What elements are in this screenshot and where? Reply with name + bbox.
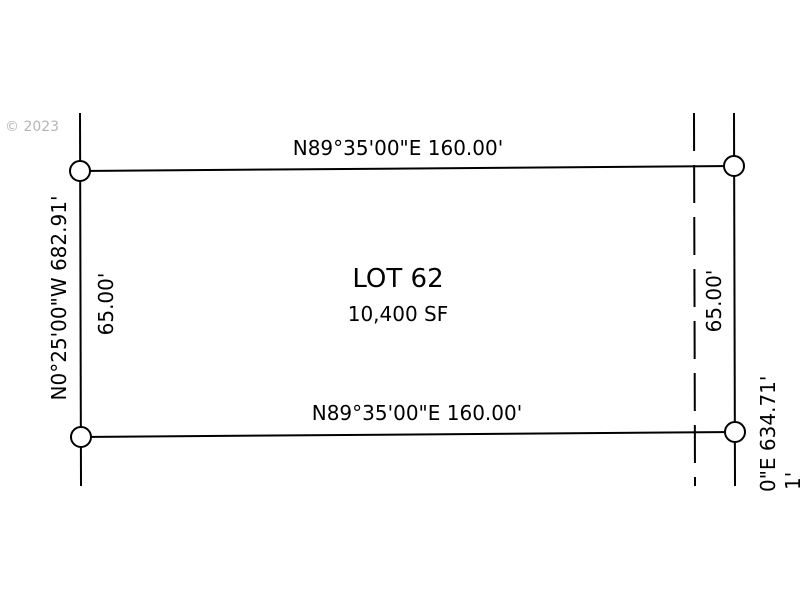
right-outer-bearing-label: 0"E 634.71' bbox=[756, 376, 780, 492]
lot-area: 10,400 SF bbox=[348, 302, 449, 326]
right-dashed-line bbox=[693, 112, 696, 487]
bottom-lot-line bbox=[80, 431, 736, 438]
corner-monument-top-right bbox=[723, 155, 745, 177]
copyright-watermark: © 2023 bbox=[5, 119, 59, 135]
left-outer-bearing-label: N0°25'00"W 682.91' bbox=[47, 196, 71, 401]
right-outer-cut-label: 1' bbox=[781, 472, 800, 490]
corner-monument-top-left bbox=[69, 160, 91, 182]
top-lot-line bbox=[79, 165, 735, 172]
right-lot-dimension: 65.00' bbox=[702, 270, 726, 333]
corner-monument-bottom-left bbox=[70, 426, 92, 448]
top-bearing-label: N89°35'00"E 160.00' bbox=[293, 136, 503, 160]
lot-title: LOT 62 bbox=[352, 264, 443, 294]
left-lot-dimension: 65.00' bbox=[94, 273, 118, 336]
bottom-bearing-label: N89°35'00"E 160.00' bbox=[312, 401, 522, 425]
corner-monument-bottom-right bbox=[724, 421, 746, 443]
